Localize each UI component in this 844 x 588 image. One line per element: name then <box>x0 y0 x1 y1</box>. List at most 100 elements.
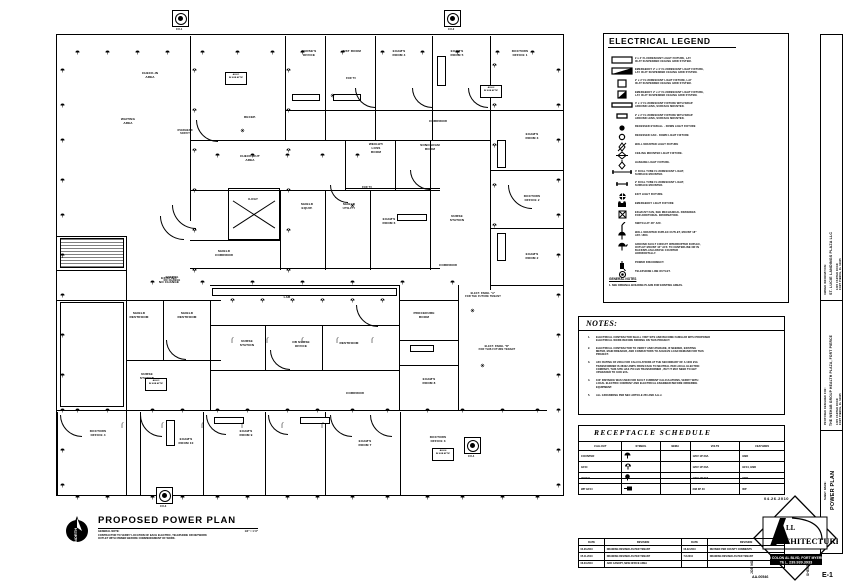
legend-item: 2' x 2' FLUORESCENT FIXTURE WITH WRAP AR… <box>609 113 784 120</box>
rect-2x4-emerg-icon <box>609 67 635 75</box>
legend-item-text: WALL MOUNTED LIGHT FIXTURE <box>635 142 679 146</box>
duplex-outlet-symbol <box>420 42 425 60</box>
switch-symbol <box>370 330 374 348</box>
wall <box>280 190 282 270</box>
power-disconnect-icon <box>609 260 635 271</box>
cell-symbol-icon <box>621 450 661 462</box>
switch-symbol <box>200 415 204 433</box>
exhaust-fan-icon <box>609 210 635 219</box>
legend-item: TELEPHONE LINE OUTLET. <box>609 270 784 279</box>
legend-item: EXIT LIGHT FIXTURE. <box>609 192 784 201</box>
owner-address: 1395 CARTER ROAD FORT PIERCE, FL 34945 <box>836 258 842 290</box>
wall <box>190 140 490 142</box>
duplex-outlet-symbol <box>250 145 255 163</box>
room-label: OB NURSE OFFICE <box>292 340 310 348</box>
gfci-outlet-symbol <box>380 290 385 308</box>
note-text: 100' DISTANCE WAS USED FOR FAULT CURRENT… <box>596 379 699 389</box>
note-number: 2. <box>588 347 591 350</box>
room-label: CHECK-OUT AREA <box>240 154 260 162</box>
duplex-outlet-symbol <box>150 487 155 505</box>
svg-text:RCHITECTURE: RCHITECTURE <box>778 536 838 546</box>
duplex-outlet-symbol <box>530 42 535 60</box>
revision-column-header: DATE <box>577 537 606 547</box>
duplex-outlet-symbol <box>270 42 275 60</box>
note-number: 3. <box>588 361 591 365</box>
ahu-unit: AHU-4 IN SUB ATTIC <box>432 448 454 461</box>
room-label: DOCTORS OFFICE 1 <box>511 49 529 57</box>
legend-item: WALL MOUNTED LIGHT FIXTURE <box>609 142 784 153</box>
wall <box>210 285 400 287</box>
wall <box>399 285 401 410</box>
room-label: NURSE STATION <box>449 214 465 222</box>
telephone-outlet-symbol <box>470 300 475 318</box>
duplex-outlet-symbol <box>150 400 155 418</box>
wall <box>490 228 564 230</box>
condenser-fan-icon <box>174 12 187 25</box>
duplex-outlet-symbol <box>135 42 140 60</box>
duplex-outlet-symbol <box>385 400 390 418</box>
duplex-outlet-symbol <box>200 272 205 290</box>
note-item: 3.AFC RATING OF 22KA FOR CALCULATIONS AT… <box>588 361 778 374</box>
exit-icon <box>609 192 635 201</box>
gfci-outlet-symbol <box>192 140 197 158</box>
title-block-strip <box>820 34 843 554</box>
wall <box>325 36 327 141</box>
legend-item: HANGING LIGHT FIXTURE. <box>609 160 784 171</box>
counter <box>437 56 446 86</box>
receptacle-schedule-title: RECEPTACLE SCHEDULE <box>594 428 712 437</box>
room-label: CORRIDOR <box>438 263 458 267</box>
gfci-outlet-symbol <box>192 180 197 198</box>
room-label: EXAM'S ROOM 6 <box>382 217 396 225</box>
duplex-outlet-symbol <box>60 440 65 458</box>
room-label: NURSE STATION <box>140 372 154 380</box>
gfci-outlet-symbol <box>350 290 355 308</box>
general-note-label: GENERAL NOTE: <box>98 530 120 534</box>
duplex-outlet-symbol <box>285 400 290 418</box>
room-label: SHIELD UTILITY <box>342 202 356 210</box>
duplex-outlet-symbol <box>556 245 561 263</box>
room-label: EXAM'S ROOM 4 <box>392 49 406 57</box>
electrical-legend-panel <box>603 33 789 303</box>
svg-text:TEL. 239.939.3933: TEL. 239.939.3933 <box>780 561 813 565</box>
condenser-fan-icon <box>446 12 459 25</box>
legend-title-rule <box>608 47 736 49</box>
room-label: CHECK-IN AREA <box>141 71 159 79</box>
general-notes-title: GENERAL NOTES <box>609 277 637 281</box>
legend-item-text: 2 x 4' FLUORESCENT LIGHT FIXTURE, LAY IN… <box>635 56 692 63</box>
column-header: CALLOUT <box>577 441 623 451</box>
duplex-outlet-symbol <box>425 400 430 418</box>
wall <box>210 325 400 327</box>
ahu-unit: AHU-2 IN SUB ATTIC <box>480 85 502 98</box>
legend-item: EXHAUST FAN, SEE MECHANICAL DRAWINGS FOR… <box>609 210 784 219</box>
revision-cell-r1: DRAWING REVISED AS PER TENANT <box>604 552 682 561</box>
plan-callout: EXISTING NO CHANGE <box>163 276 181 283</box>
legend-item-text: EXIT LIGHT FIXTURE. <box>635 192 664 196</box>
wall <box>140 412 142 496</box>
legend-item: 4' x 4' FLUORESCENT FIXTURE WITH WRAP AR… <box>609 101 784 109</box>
note-number: 4. <box>588 379 591 383</box>
condenser-label: CU-1 <box>176 28 183 31</box>
gfci-outlet-icon <box>609 242 635 251</box>
wall <box>126 236 128 496</box>
duplex-outlet-symbol <box>556 400 561 418</box>
duplex-outlet-symbol <box>460 487 465 505</box>
duplex-outlet-symbol <box>75 487 80 505</box>
wall <box>126 300 221 302</box>
wall <box>285 110 490 112</box>
svg-text:NORTH: NORTH <box>73 528 78 542</box>
wall <box>285 36 287 141</box>
note-item: 2.ELECTRICAL CONTRACTOR TO VERIFY AND UP… <box>588 347 778 357</box>
duplex-outlet-symbol <box>500 487 505 505</box>
duplex-outlet-symbol <box>60 130 65 148</box>
legend-item: WALL MOUNTED DUPLEX OUTLET, MOUNT 18" AF… <box>609 231 784 240</box>
legend-item: 2' x 2' FLUORESCENT LIGHT FIXTURE, LAY I… <box>609 79 784 88</box>
wall <box>57 300 127 302</box>
wall <box>430 140 432 270</box>
gfci-outlet-symbol <box>192 260 197 278</box>
telephone-outlet-symbol <box>240 120 245 138</box>
wrap-2ft-icon <box>609 113 635 119</box>
condenser-label: CU-2 <box>448 28 455 31</box>
wall <box>265 412 267 496</box>
